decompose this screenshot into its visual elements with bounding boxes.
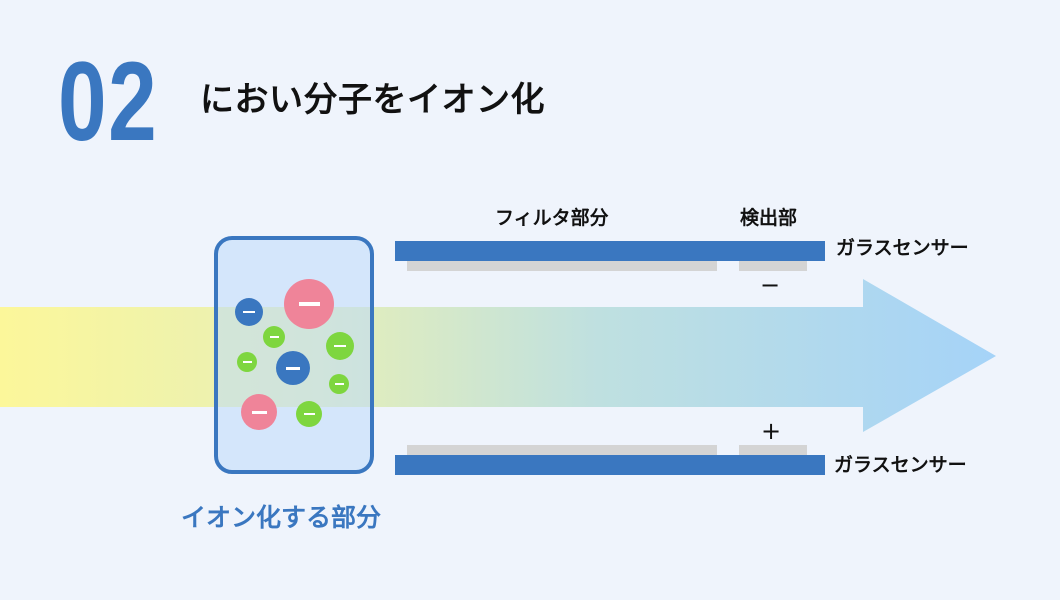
minus-icon [303, 413, 315, 415]
bottom-filter-strip [407, 445, 717, 455]
top-glass-sensor-label: ガラスセンサー [836, 237, 969, 259]
negative-ion-pink [241, 394, 277, 430]
page-title: におい分子をイオン化 [200, 80, 545, 120]
minus-icon [286, 366, 300, 370]
minus-icon [334, 345, 346, 347]
minus-icon [269, 336, 279, 338]
top-detector-strip [739, 261, 807, 271]
minus-icon [243, 311, 255, 313]
top-glass-sensor-bar [395, 241, 825, 261]
minus-icon [251, 410, 267, 414]
negative-ion-green [296, 401, 322, 427]
positive-electrode-sign: + [761, 417, 782, 445]
bottom-glass-sensor-label: ガラスセンサー [834, 454, 967, 476]
negative-ion-green [329, 374, 349, 394]
negative-ion-green [263, 326, 285, 348]
negative-ion-blue [276, 351, 310, 385]
step-number: 02 [58, 39, 159, 164]
negative-ion-blue [235, 298, 263, 326]
top-filter-strip [407, 261, 717, 271]
detection-section-label: 検出部 [740, 207, 798, 229]
negative-ion-pink [284, 279, 334, 329]
ionization-section-label: イオン化する部分 [181, 503, 382, 532]
bottom-glass-sensor-bar [395, 455, 825, 475]
negative-electrode-sign: − [760, 271, 781, 299]
minus-icon [242, 361, 252, 363]
negative-ion-green [326, 332, 354, 360]
filter-section-label: フィルタ部分 [495, 207, 609, 229]
bottom-detector-strip [739, 445, 807, 455]
minus-icon [298, 302, 320, 306]
negative-ion-green [237, 352, 257, 372]
minus-icon [334, 383, 344, 385]
